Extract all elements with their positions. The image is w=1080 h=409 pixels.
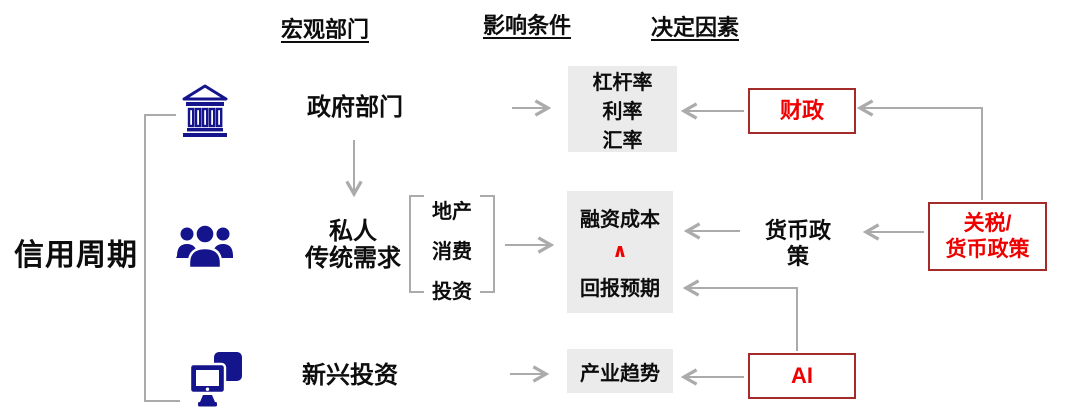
factor-ai-box: AI	[748, 353, 856, 399]
factor-monetary-line1: 货币政	[764, 218, 832, 243]
factor-monetary-line2: 策	[786, 244, 810, 269]
people-icon	[176, 223, 234, 274]
header-macro-sector: 宏观部门	[280, 17, 370, 42]
sector-private-label-line1: 私人	[329, 218, 377, 245]
factor-tariff-line2: 货币政策	[945, 237, 1030, 261]
caret-up-symbol: ∧	[612, 241, 628, 262]
factor-fiscal-box: 财政	[748, 88, 856, 134]
condition-return-expectation: 回报预期	[580, 278, 660, 300]
factor-ai-label: AI	[791, 363, 813, 388]
conditions-private-box: 融资成本 ∧ 回报预期	[567, 191, 673, 313]
sub-item-real-estate: 地产	[432, 201, 472, 223]
credit-cycle-label: 信用周期	[14, 239, 138, 272]
header-determining-factors: 决定因素	[650, 15, 740, 40]
condition-interest-rate: 利率	[602, 101, 643, 123]
credit-cycle-bracket	[144, 114, 180, 402]
sub-item-consumption: 消费	[432, 241, 472, 263]
sector-private-label-line2: 传统需求	[305, 245, 401, 272]
sub-item-investment: 投资	[432, 281, 472, 303]
condition-exchange-rate: 汇率	[602, 130, 643, 152]
conditions-government-box: 杠杆率 利率 汇率	[568, 66, 677, 152]
factor-monetary-label: 货币政 策	[765, 218, 831, 270]
condition-leverage-ratio: 杠杆率	[592, 72, 653, 94]
condition-financing-cost: 融资成本	[580, 209, 660, 231]
arrow-tariff-to-fiscal	[856, 99, 983, 200]
sector-private-label: 私人 传统需求	[305, 218, 401, 272]
sub-bracket-right	[480, 195, 495, 293]
factor-tariff-line1: 关税/	[963, 211, 1012, 235]
conditions-emerging-box: 产业趋势	[567, 349, 673, 393]
monitors-icon	[187, 351, 247, 409]
sector-government-label: 政府部门	[307, 94, 403, 121]
factor-tariff-monetary-box: 关税/ 货币政策	[928, 202, 1047, 271]
arrow-ai-to-return	[682, 279, 798, 351]
factor-fiscal-label: 财政	[779, 98, 824, 123]
condition-industry-trend: 产业趋势	[580, 362, 660, 385]
bank-icon	[181, 84, 229, 143]
header-influencing-conditions: 影响条件	[482, 13, 572, 38]
sub-bracket-left	[409, 195, 424, 293]
sector-emerging-label: 新兴投资	[302, 362, 398, 389]
